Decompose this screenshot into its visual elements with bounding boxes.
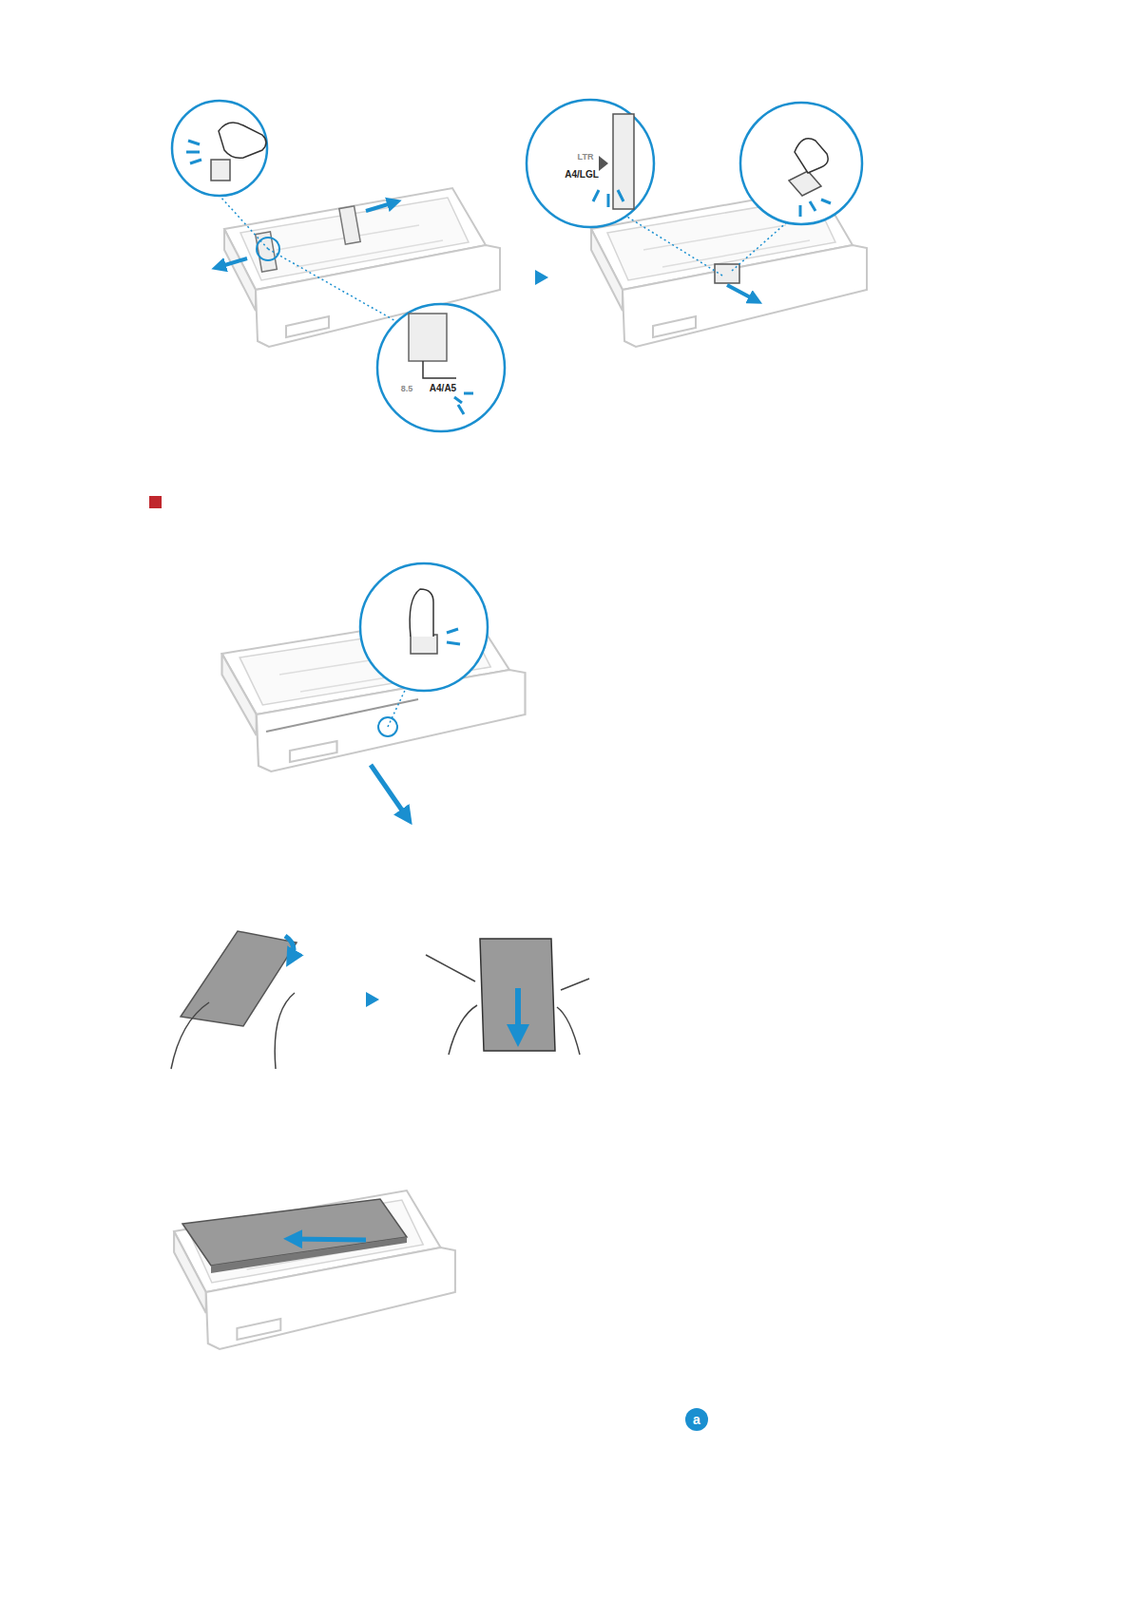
size-mark: A4/A5 bbox=[429, 383, 457, 394]
size-mark: A4/LGL bbox=[564, 170, 599, 180]
size-mark: 8.5 bbox=[401, 384, 414, 394]
size-mark: LTR bbox=[577, 153, 595, 162]
callout-letter: a bbox=[692, 1413, 701, 1427]
